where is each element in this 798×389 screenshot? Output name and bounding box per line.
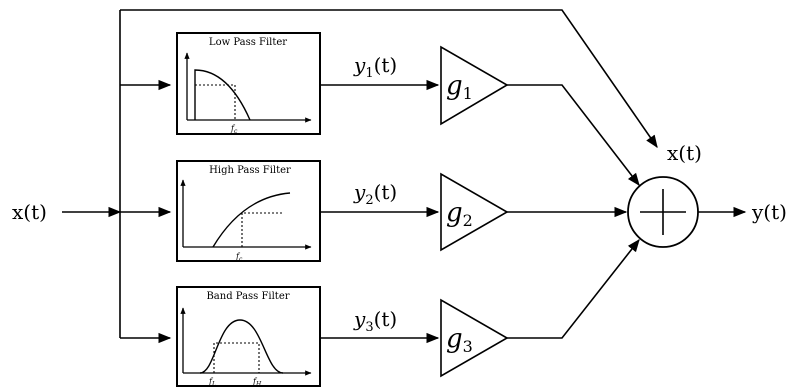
high-pass-filter-title: High Pass Filter	[209, 165, 291, 176]
gain-g1-block: g1	[440, 45, 509, 126]
gain-g2-block: g2	[440, 172, 509, 252]
gain-g2-triangle	[440, 172, 509, 252]
filter-output-wiring	[320, 79, 440, 344]
high-pass-cutoff-label: fc	[235, 252, 243, 263]
high-pass-filter-box	[176, 160, 321, 262]
y3-label: y3(t)	[353, 307, 397, 335]
low-pass-filter-block: Low Pass Filter fc	[176, 32, 321, 135]
g3-to-summer-arrow	[507, 238, 640, 339]
low-pass-filter-box	[176, 32, 321, 135]
gain-g3-block: g3	[440, 298, 509, 378]
gain-g3-label: g3	[446, 324, 473, 356]
y2-label: y2(t)	[353, 180, 397, 208]
band-pass-response-curve	[199, 319, 284, 374]
feedthrough-path	[120, 9, 658, 149]
low-pass-response-curve	[194, 69, 251, 121]
high-pass-response-curve	[212, 192, 291, 248]
input-signal-label: x(t)	[12, 200, 47, 224]
g1-to-summer-arrow	[507, 84, 640, 187]
y1-label: y1(t)	[353, 53, 397, 81]
input-wiring	[62, 9, 658, 344]
band-pass-filter-title: Band Pass Filter	[206, 291, 289, 302]
summing-junction	[627, 176, 699, 248]
gain-g1-triangle	[440, 45, 509, 126]
gain-g2-label: g2	[446, 198, 473, 230]
band-pass-cutoff-guides	[213, 342, 260, 373]
low-pass-cutoff-guide	[195, 84, 236, 120]
high-pass-cutoff-guide	[241, 212, 283, 247]
high-pass-filter-block: High Pass Filter fc	[176, 160, 321, 263]
band-pass-filter-block: Band Pass Filter fL fH	[176, 286, 321, 388]
gain-output-wiring	[507, 84, 640, 339]
gain-g3-triangle	[440, 298, 509, 378]
output-signal-label: y(t)	[751, 200, 787, 224]
low-pass-filter-title: Low Pass Filter	[209, 37, 287, 48]
band-pass-high-cutoff-label: fH	[252, 377, 262, 388]
band-pass-low-cutoff-label: fL	[208, 377, 216, 388]
feedthrough-signal-label: x(t)	[667, 141, 702, 165]
gain-g1-label: g1	[446, 71, 473, 103]
low-pass-cutoff-label: fc	[230, 124, 238, 135]
band-pass-filter-box	[176, 286, 321, 387]
